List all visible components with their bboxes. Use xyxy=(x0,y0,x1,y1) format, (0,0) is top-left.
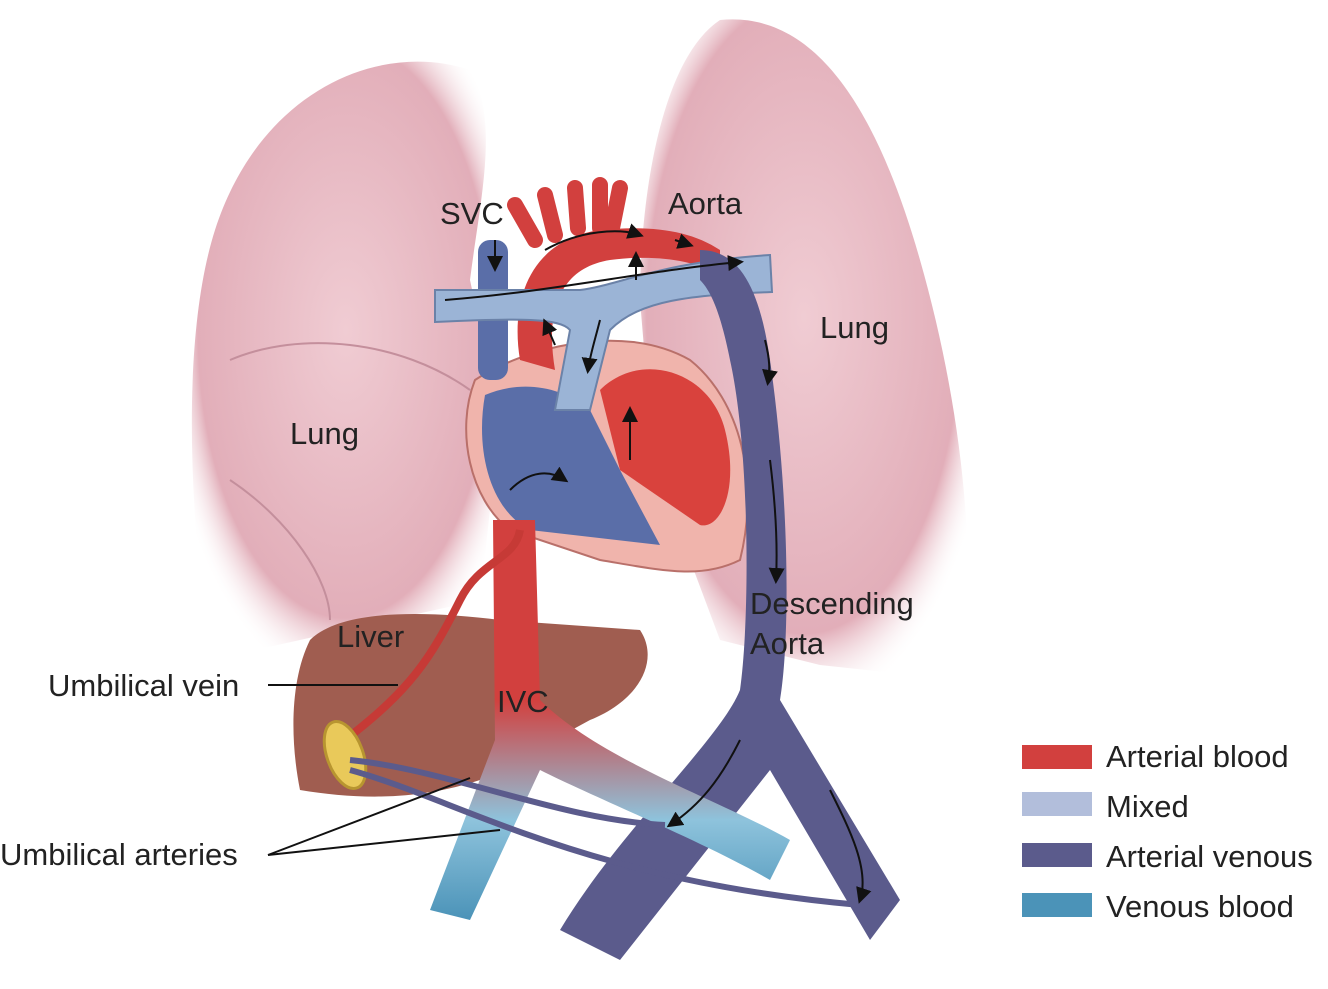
descending-aorta xyxy=(560,250,900,960)
legend-swatch-mixed xyxy=(1022,792,1092,816)
umbilical-artery-2 xyxy=(349,767,861,908)
legend-swatch-venous xyxy=(1022,893,1092,917)
label-aorta: Aorta xyxy=(668,186,743,221)
label-svc: SVC xyxy=(440,196,504,231)
leader-lines xyxy=(267,684,501,856)
legend-swatch-arterial xyxy=(1022,745,1092,769)
label-ivc: IVC xyxy=(497,684,549,719)
label-umbilical-vein: Umbilical vein xyxy=(48,668,239,703)
aortic-arch xyxy=(517,228,720,370)
right-lung-shape xyxy=(640,19,968,680)
flow-arrows xyxy=(444,223,872,904)
left-lung-shape xyxy=(191,61,500,661)
label-liver: Liver xyxy=(337,619,404,654)
label-descending-aorta-line2: Aorta xyxy=(750,626,825,661)
legend-label-venous: Venous blood xyxy=(1106,889,1294,924)
ivc-vessel xyxy=(430,520,790,920)
label-lung-right: Lung xyxy=(820,310,889,345)
liver-shape xyxy=(293,614,648,797)
umbilical-artery-1 xyxy=(349,757,666,828)
legend-label-mixed: Mixed xyxy=(1106,789,1189,824)
legend-label-arterial: Arterial blood xyxy=(1106,739,1289,774)
label-umbilical-arteries: Umbilical arteries xyxy=(0,837,238,872)
umbilical-vein xyxy=(342,529,524,744)
legend: Arterial blood Mixed Arterial venous Ven… xyxy=(1022,739,1313,924)
legend-label-arterial-venous: Arterial venous xyxy=(1106,839,1313,874)
label-descending-aorta-line1: Descending xyxy=(750,586,914,621)
legend-swatch-arterial-venous xyxy=(1022,843,1092,867)
label-lung-left: Lung xyxy=(290,416,359,451)
